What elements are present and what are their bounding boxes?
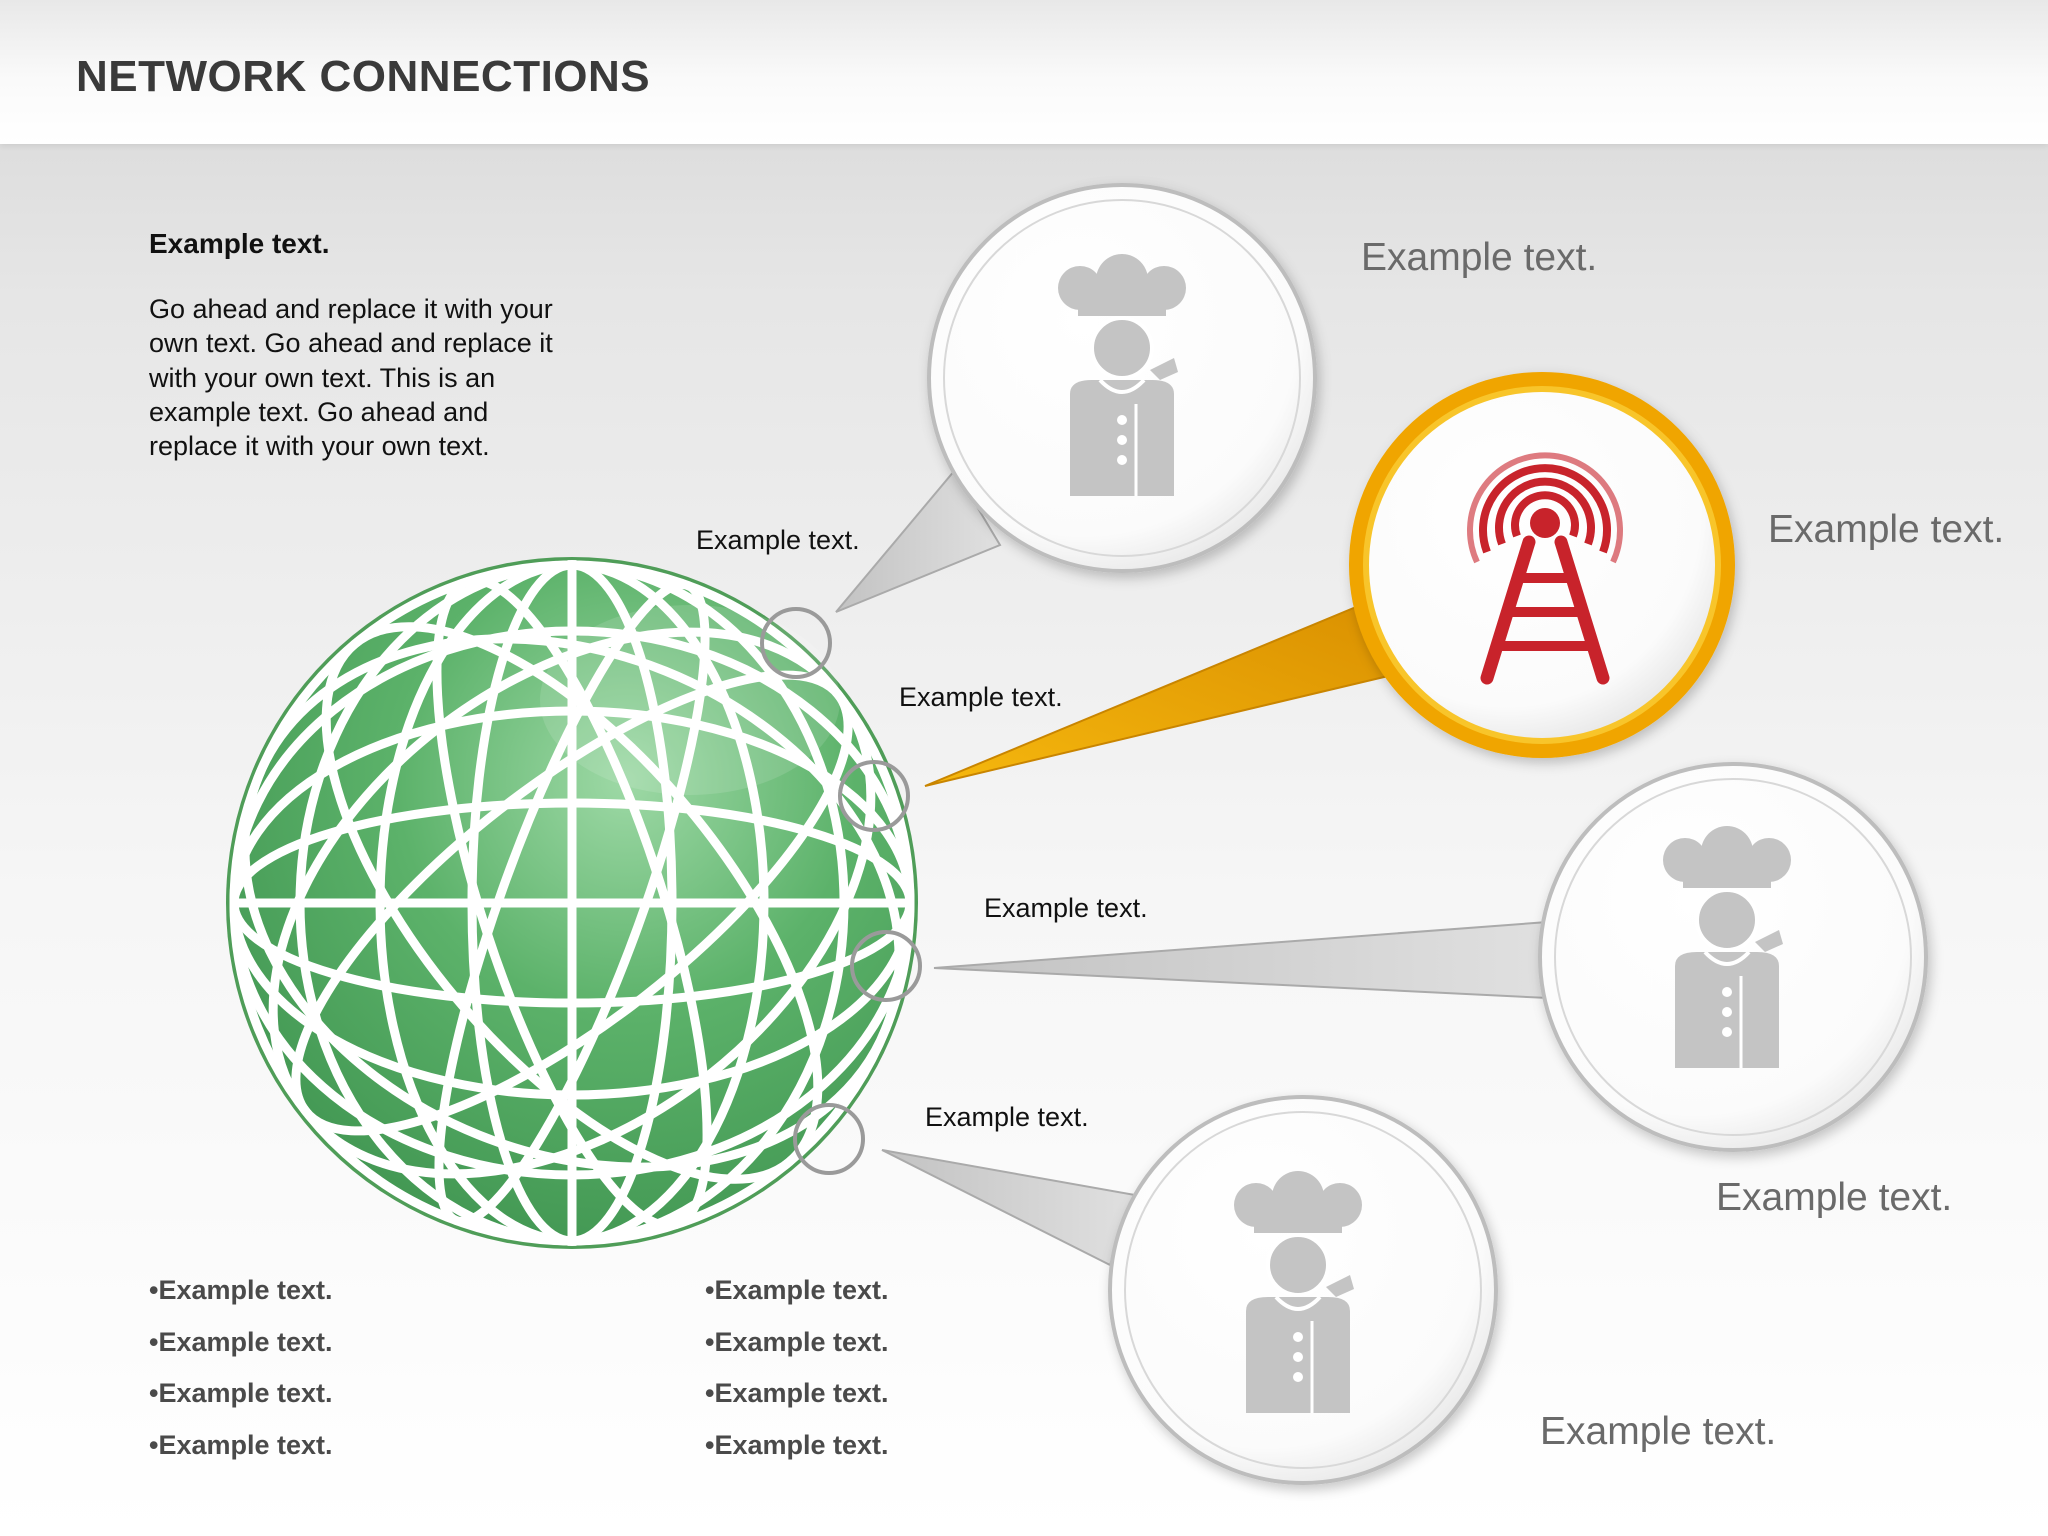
intro-text-block: Example text. Go ahead and replace it wi…: [149, 226, 569, 463]
connector-label-4: Example text.: [925, 1102, 1089, 1132]
node-side-label-1: Example text.: [1361, 236, 1598, 279]
list-item: Example text.: [705, 1265, 888, 1317]
connector-label-3: Example text.: [984, 893, 1148, 923]
antenna-tower-icon: [1467, 452, 1623, 685]
globe-icon: [226, 557, 918, 1249]
node-side-label-4: Example text.: [1540, 1410, 1777, 1453]
list-item: Example text.: [149, 1317, 332, 1369]
intro-heading: Example text.: [149, 228, 330, 259]
list-item: Example text.: [705, 1317, 888, 1369]
page-title: NETWORK CONNECTIONS: [76, 52, 651, 101]
connector-tail-4: [881, 1149, 1137, 1267]
bullet-list-left: Example text. Example text. Example text…: [149, 1265, 332, 1472]
connection-ring-3: [850, 930, 922, 1002]
list-item: Example text.: [149, 1420, 332, 1472]
connection-ring-4: [793, 1103, 865, 1175]
bullet-list-right: Example text. Example text. Example text…: [705, 1265, 888, 1472]
node-bubble-2: [1349, 372, 1735, 758]
list-item: Example text.: [149, 1368, 332, 1420]
connector-label-2: Example text.: [899, 682, 1063, 712]
intro-body: Go ahead and replace it with your own te…: [149, 294, 553, 462]
node-side-label-3: Example text.: [1716, 1176, 1953, 1219]
header-bar: NETWORK CONNECTIONS: [0, 0, 2048, 144]
connector-tail-3: [933, 920, 1549, 1000]
connector-label-1: Example text.: [696, 525, 860, 555]
node-side-label-2: Example text.: [1768, 508, 2005, 551]
connection-ring-2: [838, 760, 910, 832]
list-item: Example text.: [149, 1265, 332, 1317]
list-item: Example text.: [705, 1368, 888, 1420]
list-item: Example text.: [705, 1420, 888, 1472]
connection-ring-1: [760, 607, 832, 679]
